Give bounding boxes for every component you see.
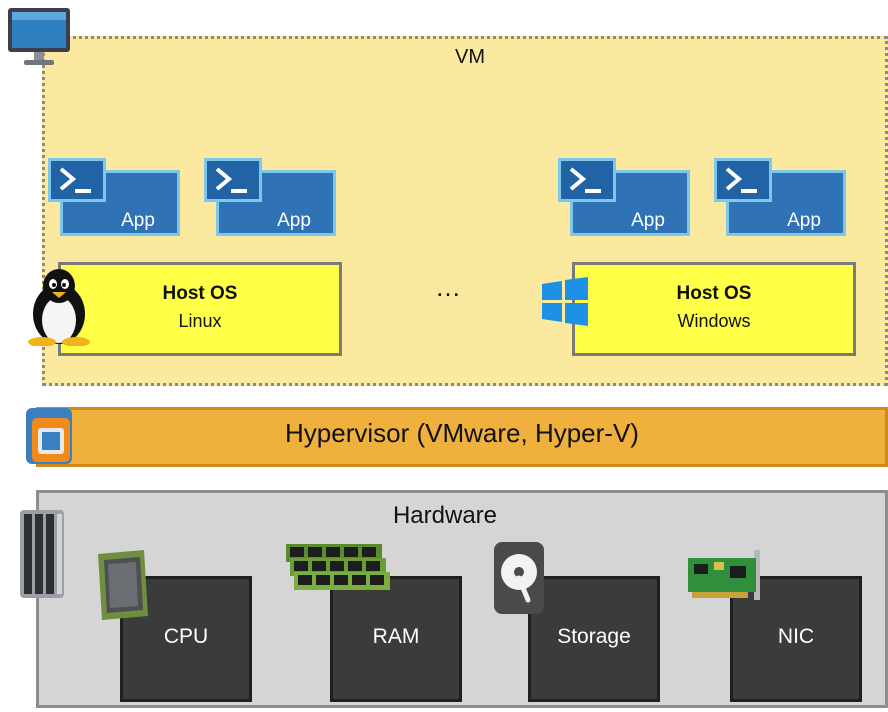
hypervisor-bar [36,407,888,467]
host-os-linux-box: Host OS Linux [58,262,342,356]
app-card: App [48,158,180,238]
storage-label: Storage [557,625,631,648]
host-os-subtitle: Windows [677,311,751,331]
app-card: App [714,158,846,238]
terminal-icon [48,158,106,202]
monitor-icon [2,4,76,68]
network-card-icon [684,548,768,604]
vmware-logo-icon [22,404,78,470]
server-rack-icon [18,508,70,600]
host-os-windows-box: Host OS Windows [572,262,856,356]
app-label: App [121,210,155,231]
nic-label: NIC [777,625,815,648]
nic-component: NIC [730,576,862,702]
cpu-label: CPU [163,625,209,648]
hard-drive-icon [492,540,546,616]
storage-component: Storage [528,576,660,702]
ellipsis: … [435,272,461,302]
terminal-icon [204,158,262,202]
ram-module-icon [282,542,392,594]
ram-label: RAM [372,625,420,648]
app-label: App [787,210,821,231]
linux-penguin-icon [20,266,98,347]
hypervisor-label: Hypervisor (VMware, Hyper-V) [285,418,639,448]
host-os-title: Host OS [676,283,752,304]
ram-component: RAM [330,576,462,702]
cpu-chip-icon [94,548,152,622]
app-card: App [204,158,336,238]
app-card: App [558,158,690,238]
windows-logo-icon [540,276,590,326]
host-os-subtitle: Linux [178,311,222,331]
terminal-icon [558,158,616,202]
app-label: App [277,210,311,231]
hardware-label: Hardware [392,502,498,529]
app-label: App [631,210,665,231]
host-os-title: Host OS [162,283,238,304]
terminal-icon [714,158,772,202]
vm-label: VM [455,46,485,68]
